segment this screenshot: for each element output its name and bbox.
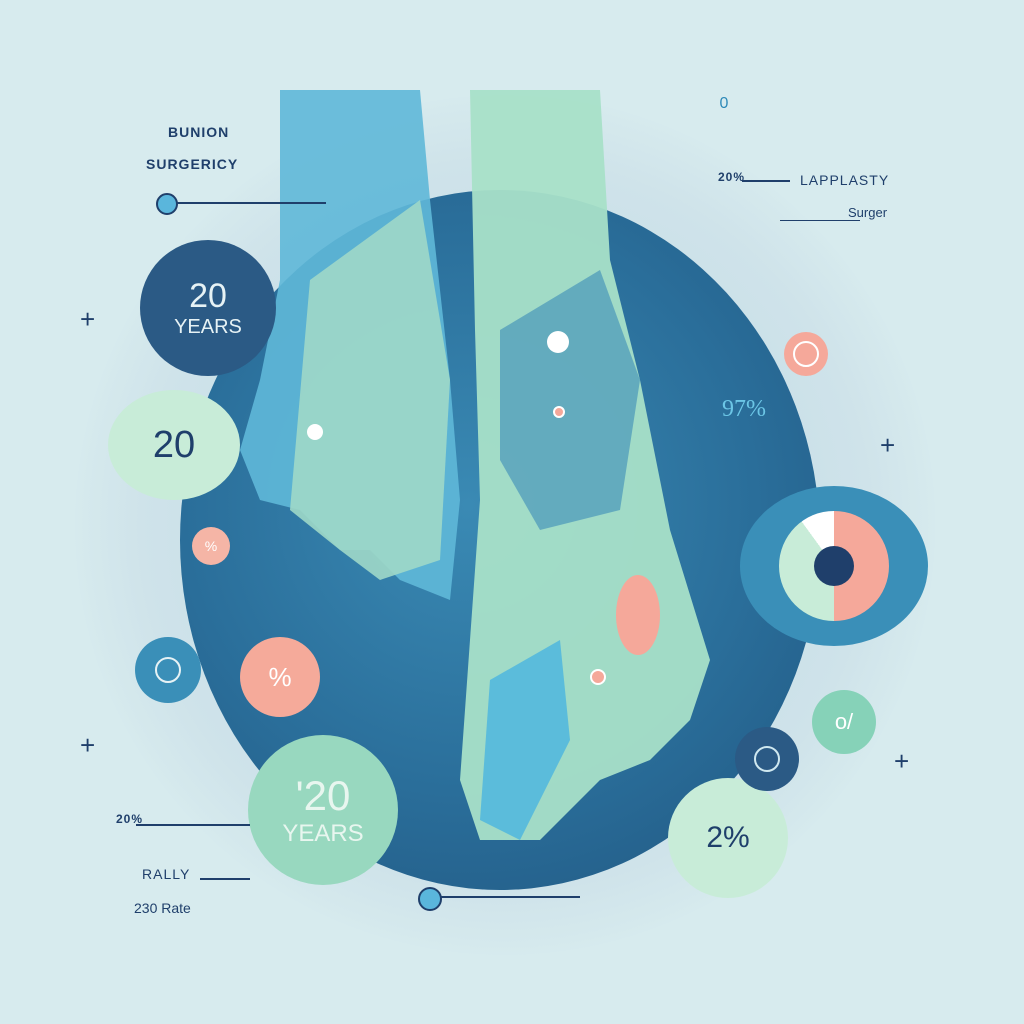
connector-line-bottom [440,896,580,898]
top-right-pct: 20% [718,170,746,184]
badge-glyph: o/ [812,690,876,754]
badge-20-years: 20 YEARS [140,240,276,376]
stat-97-pct: 97% [722,396,766,422]
badge-unit: YEARS [282,820,364,847]
rally-label: RALLY [142,866,191,882]
top-right-label: LAPPLASTY [800,172,890,188]
plus-icon: + [80,304,96,334]
title-line2: SURGERICY [146,156,239,172]
ring-icon [135,637,201,703]
badge-percent-small: % [192,527,230,565]
badge-percent: % [240,637,320,717]
connector-dot-icon [156,193,178,215]
badge-20-years-bottom: '20 YEARS [248,735,398,885]
bottom-left-pct: 20% [116,812,144,826]
rate-label: 230 Rate [134,900,191,916]
pct-line-bottom [136,824,250,826]
badge-number: '20 [295,772,351,819]
plus-icon: + [80,730,96,760]
rally-line [200,878,250,880]
plus-icon: + [880,430,896,460]
badge-unit: YEARS [174,316,242,338]
coral-ring-icon [784,332,828,376]
pct-line [742,180,790,182]
badge-number: 20 [189,277,227,315]
feet-illustration [240,90,710,840]
badge-20: 20 [108,390,240,500]
donut-graphic [740,486,928,646]
top-right-sub: Surger [848,205,888,220]
badge-0: 0 [719,95,729,112]
plus-icon: + [894,746,910,776]
connector-dot-icon [418,887,442,911]
sub-line [780,220,860,221]
connector-line [176,202,326,204]
title-line1: BUNION [168,124,230,140]
badge-2-pct: 2% [668,778,788,898]
ring-icon-dark [735,727,799,791]
